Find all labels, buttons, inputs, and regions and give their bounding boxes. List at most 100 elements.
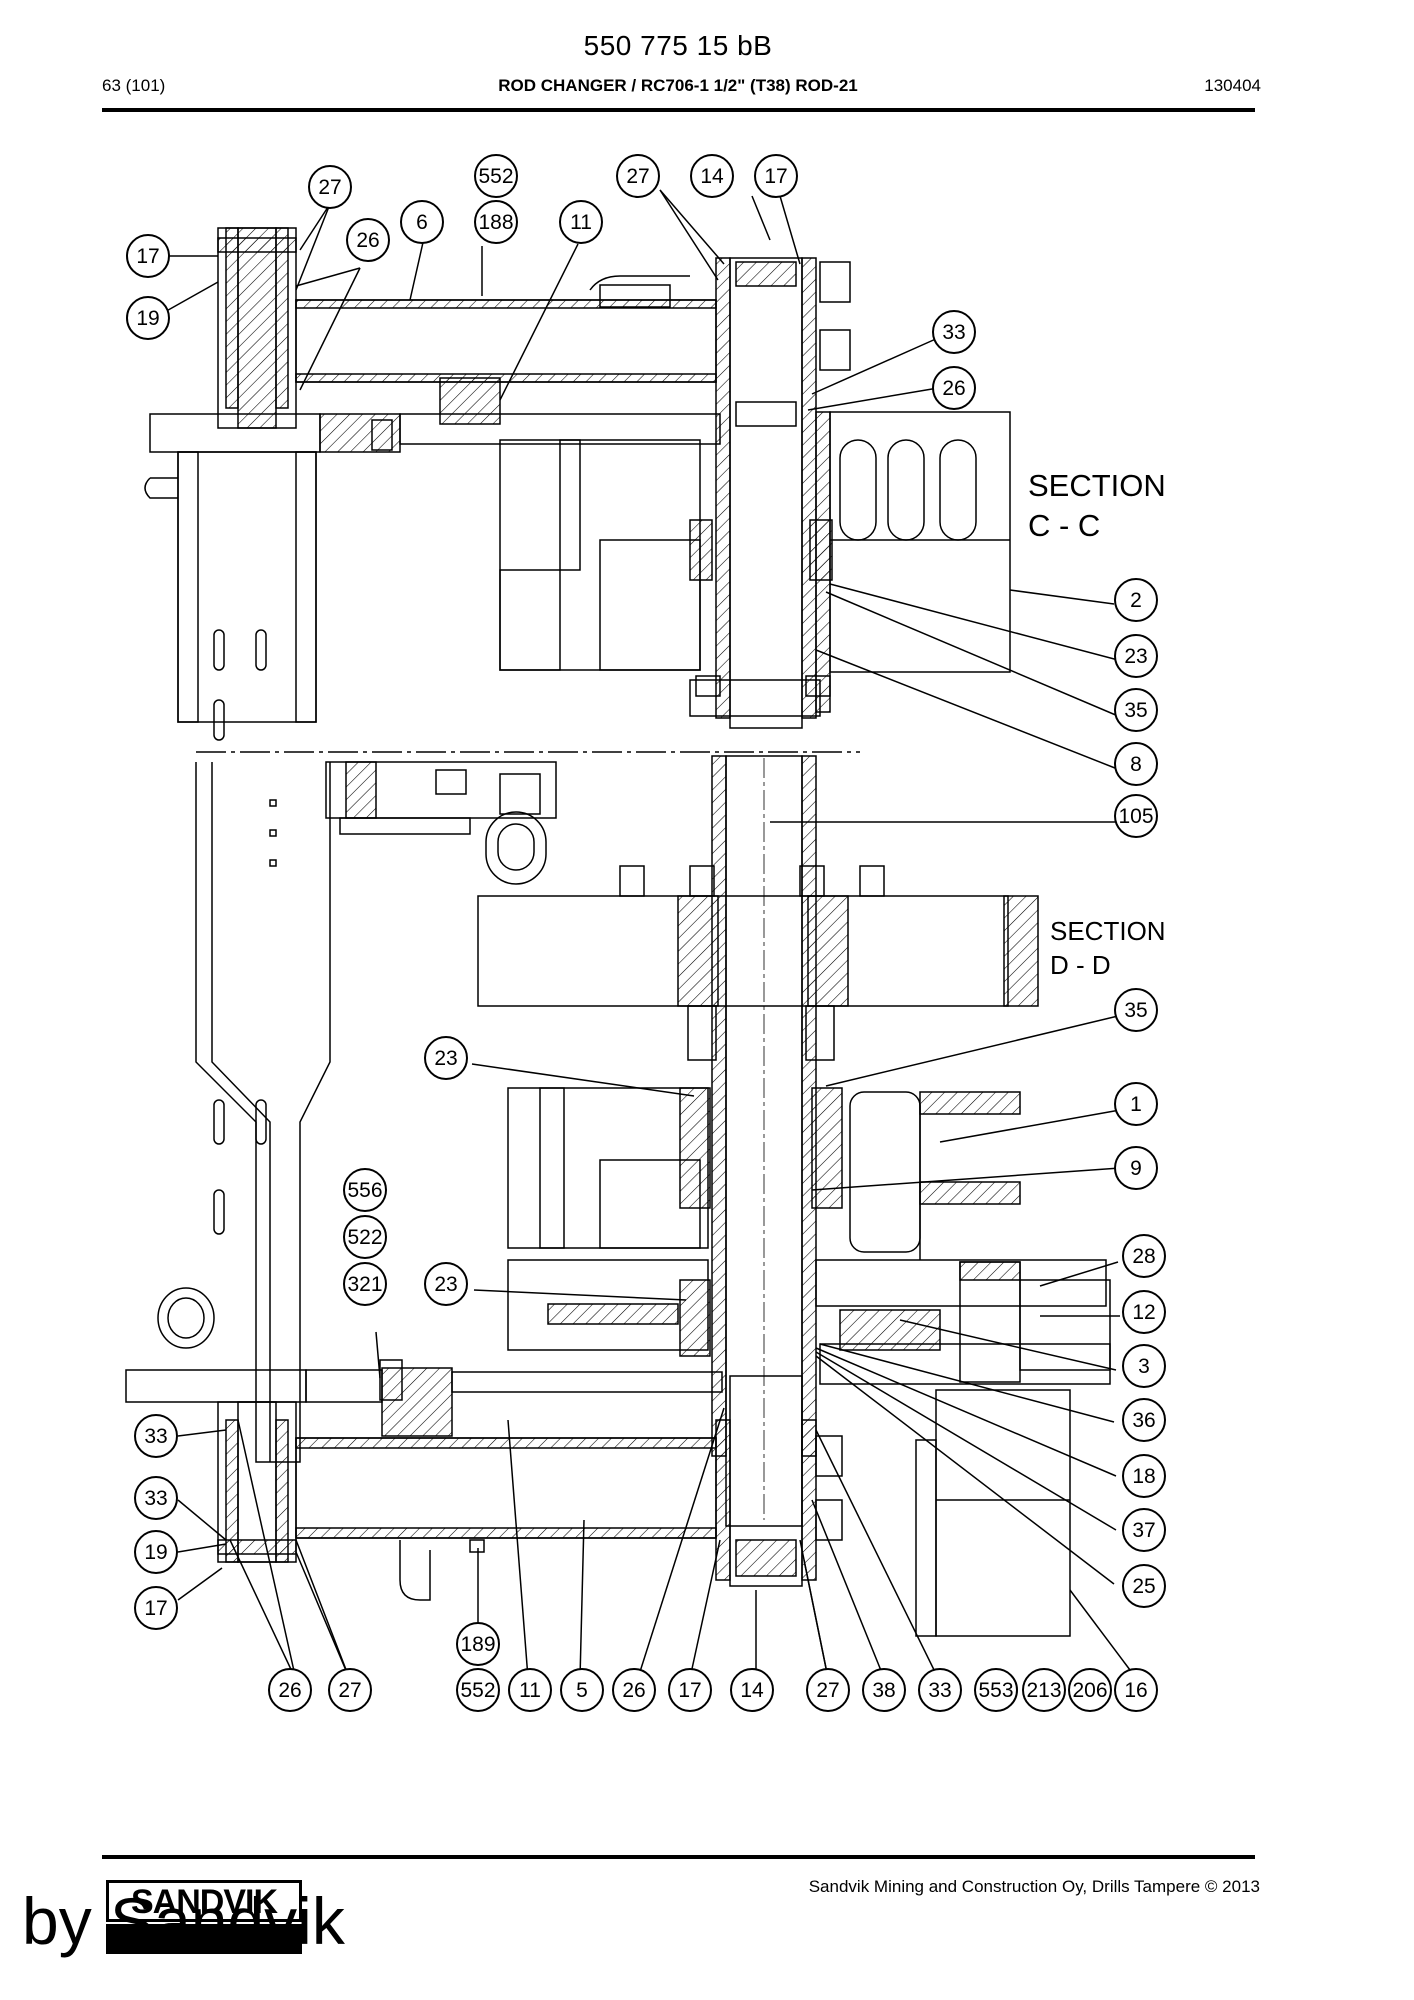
callout-label: 553 bbox=[978, 1679, 1013, 1702]
callout-balloon bbox=[1114, 1668, 1158, 1712]
callout-label: 33 bbox=[928, 1679, 951, 1702]
callout-balloon bbox=[1114, 578, 1158, 622]
callout-balloon bbox=[668, 1668, 712, 1712]
callout-balloon bbox=[134, 1530, 178, 1574]
callout-label: 9 bbox=[1130, 1157, 1142, 1180]
callout-label: 19 bbox=[144, 1541, 167, 1564]
callout-label: 23 bbox=[434, 1273, 457, 1296]
doc-date: 130404 bbox=[1204, 76, 1261, 95]
section-d-label-line1: SECTION bbox=[1050, 916, 1166, 946]
callout-label: 27 bbox=[816, 1679, 839, 1702]
callout-label: 26 bbox=[356, 229, 379, 252]
callout-label: 26 bbox=[622, 1679, 645, 1702]
callout-balloon bbox=[754, 154, 798, 198]
callout-balloon bbox=[424, 1262, 468, 1306]
callout-balloon bbox=[1114, 1082, 1158, 1126]
callout-label: 27 bbox=[626, 165, 649, 188]
callout-label: 188 bbox=[478, 211, 513, 234]
section-d-label-line2: D - D bbox=[1050, 950, 1111, 980]
section-c-label-line2: C - C bbox=[1028, 508, 1100, 543]
callout-balloon bbox=[1022, 1668, 1066, 1712]
callout-labels: 27 552 188 27 14 17 6 11 17 26 19 33 26 … bbox=[136, 165, 1155, 1702]
callout-label: 11 bbox=[570, 211, 592, 234]
callout-balloon bbox=[474, 154, 518, 198]
callout-balloon bbox=[560, 1668, 604, 1712]
callout-balloon bbox=[932, 366, 976, 410]
callout-balloon bbox=[616, 154, 660, 198]
callout-label: 206 bbox=[1072, 1679, 1107, 1702]
callout-label: 35 bbox=[1124, 999, 1147, 1022]
callout-balloon bbox=[1122, 1344, 1166, 1388]
doc-number: 550 775 15 bB bbox=[583, 30, 773, 61]
callout-balloon bbox=[1122, 1508, 1166, 1552]
callout-label: 105 bbox=[1118, 805, 1153, 828]
callout-label: 27 bbox=[338, 1679, 361, 1702]
callout-balloon bbox=[806, 1668, 850, 1712]
callout-label: 14 bbox=[740, 1679, 764, 1702]
callout-label: 33 bbox=[144, 1487, 167, 1510]
callout-label: 17 bbox=[678, 1679, 701, 1702]
callout-label: 14 bbox=[700, 165, 724, 188]
callout-label: 552 bbox=[460, 1679, 495, 1702]
callout-label: 23 bbox=[434, 1047, 457, 1070]
callout-balloon bbox=[308, 165, 352, 209]
callout-label: 38 bbox=[872, 1679, 895, 1702]
callout-balloon bbox=[1122, 1398, 1166, 1442]
callout-balloon bbox=[508, 1668, 552, 1712]
section-c-label-line1: SECTION bbox=[1028, 468, 1166, 503]
callout-balloon bbox=[268, 1668, 312, 1712]
footer-company: Sandvik Mining and Construction Oy, Dril… bbox=[808, 1877, 1260, 1896]
doc-title: ROD CHANGER / RC706-1 1/2" (T38) ROD-21 bbox=[498, 76, 858, 95]
callout-balloon bbox=[974, 1668, 1018, 1712]
callout-balloon bbox=[400, 200, 444, 244]
drawing-geometry bbox=[125, 227, 1111, 1637]
callout-label: 33 bbox=[144, 1425, 167, 1448]
callout-balloon bbox=[456, 1668, 500, 1712]
callout-label: 26 bbox=[942, 377, 965, 400]
callout-label: 552 bbox=[478, 165, 513, 188]
callout-balloon bbox=[1114, 634, 1158, 678]
callout-label: 36 bbox=[1132, 1409, 1155, 1432]
callout-label: 3 bbox=[1138, 1355, 1150, 1378]
callout-balloon bbox=[343, 1215, 387, 1259]
callout-balloon bbox=[1122, 1234, 1166, 1278]
callout-balloon bbox=[918, 1668, 962, 1712]
callout-label: 5 bbox=[576, 1679, 588, 1702]
callout-balloon bbox=[343, 1262, 387, 1306]
callout-label: 33 bbox=[942, 321, 965, 344]
callout-label: 8 bbox=[1130, 753, 1142, 776]
page-number: 63 (101) bbox=[102, 76, 166, 95]
callout-label: 27 bbox=[318, 176, 341, 199]
callout-label: 23 bbox=[1124, 645, 1147, 668]
callout-label: 2 bbox=[1130, 589, 1142, 612]
callout-balloon bbox=[346, 218, 390, 262]
callout-balloon bbox=[126, 296, 170, 340]
callout-balloon bbox=[932, 310, 976, 354]
logo-redaction-bar bbox=[106, 1924, 302, 1954]
callout-label: 17 bbox=[764, 165, 787, 188]
callout-balloon bbox=[1122, 1290, 1166, 1334]
callout-label: 1 bbox=[1130, 1093, 1142, 1116]
callout-label: 189 bbox=[460, 1633, 495, 1656]
callout-label: 35 bbox=[1124, 699, 1147, 722]
callout-label: 25 bbox=[1132, 1575, 1155, 1598]
callout-label: 6 bbox=[416, 211, 428, 234]
footer-rule bbox=[102, 1855, 1255, 1859]
sandvik-logo: SANDVIK bbox=[106, 1880, 302, 1922]
callout-label: 213 bbox=[1026, 1679, 1061, 1702]
callout-balloon bbox=[1114, 794, 1158, 838]
callout-balloon bbox=[134, 1476, 178, 1520]
callout-label: 28 bbox=[1132, 1245, 1155, 1268]
callout-balloon bbox=[134, 1586, 178, 1630]
callout-balloons bbox=[126, 154, 1166, 1712]
callout-balloon bbox=[134, 1414, 178, 1458]
callout-balloon bbox=[328, 1668, 372, 1712]
callout-balloon bbox=[1122, 1454, 1166, 1498]
callout-label: 556 bbox=[347, 1179, 382, 1202]
callout-balloon bbox=[1068, 1668, 1112, 1712]
callout-label: 18 bbox=[1132, 1465, 1155, 1488]
by-sandvik-text: by Sandvik bbox=[22, 1884, 345, 1958]
callout-balloon bbox=[730, 1668, 774, 1712]
callout-label: 16 bbox=[1124, 1679, 1147, 1702]
